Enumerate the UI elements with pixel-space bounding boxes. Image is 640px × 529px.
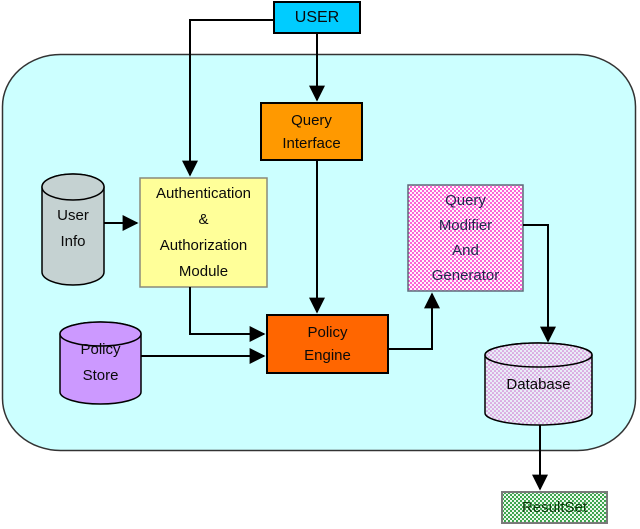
query-interface-node-box [260,102,363,161]
system-boundary-container [1,53,637,452]
edge-query-modifier-to-database [523,224,556,343]
policy-store-cylinder [59,321,142,405]
edge-policy-engine-to-query-modifier [388,292,440,350]
result-set-node-box [501,491,608,524]
auth-module-node-box [139,177,268,288]
policy-engine-node-box [266,314,389,374]
database-cylinder [484,342,593,426]
connector-arrows [104,19,556,491]
edge-user-to-auth [182,19,274,177]
user-node-box [273,1,361,34]
edge-auth-to-policy-engine [189,287,266,342]
user-info-cylinder [41,173,105,286]
query-modifier-node-box [407,184,524,292]
